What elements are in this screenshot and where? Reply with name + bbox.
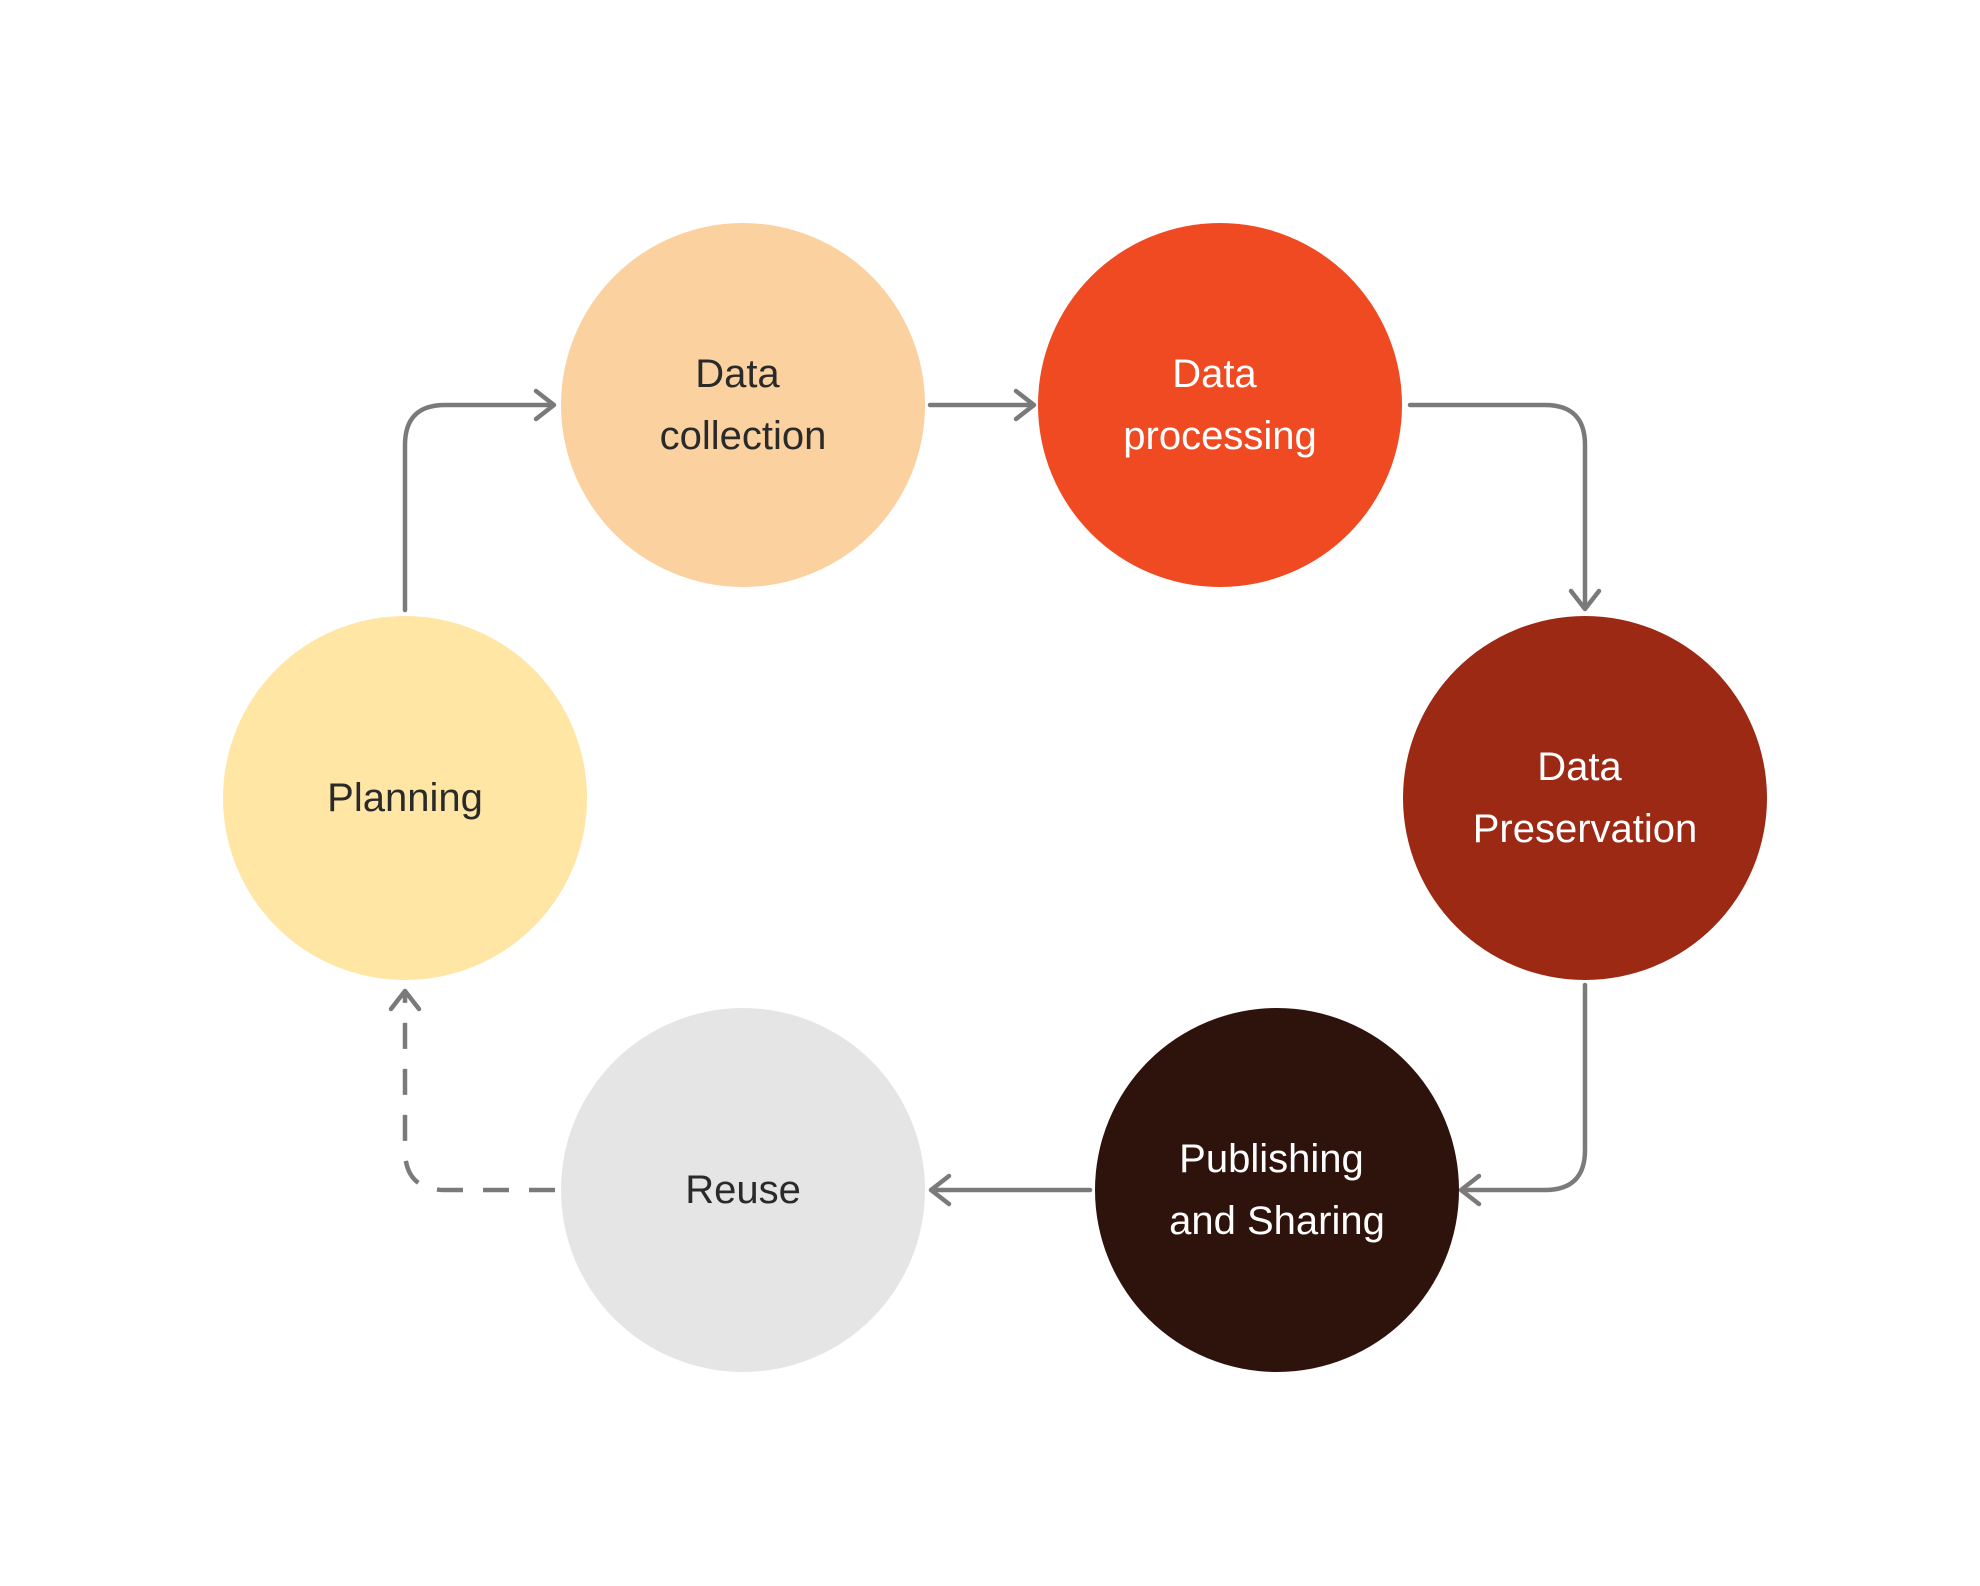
arrowhead-data-collection-to-data-processing bbox=[1013, 388, 1037, 422]
stage-data-processing: Data processing bbox=[1038, 223, 1402, 587]
connector-data-processing-to-data-preservation bbox=[1407, 402, 1588, 608]
stage-publishing-and-sharing: Publishing and Sharing bbox=[1095, 1008, 1459, 1372]
arrowhead-publishing-to-reuse bbox=[928, 1173, 952, 1207]
arrowhead-planning-to-data-collection bbox=[533, 388, 557, 422]
arrowhead-data-processing-to-data-preservation bbox=[1568, 588, 1602, 612]
connector-planning-to-data-collection bbox=[402, 402, 553, 613]
stage-publishing-and-sharing-circle bbox=[1095, 1008, 1459, 1372]
stage-data-processing-label: Data processing bbox=[1123, 352, 1316, 458]
stage-reuse-label: Reuse bbox=[685, 1168, 801, 1212]
stage-reuse: Reuse bbox=[561, 1008, 925, 1372]
connector-data-preservation-to-publishing bbox=[1462, 982, 1588, 1193]
stage-data-collection-circle bbox=[561, 223, 925, 587]
stage-planning-label: Planning bbox=[327, 776, 483, 820]
connectors bbox=[388, 388, 1602, 1207]
stage-reuse-circle bbox=[561, 1008, 925, 1372]
stage-planning: Planning bbox=[223, 616, 587, 980]
stage-data-processing-circle bbox=[1038, 223, 1402, 587]
stage-data-collection: Data collection bbox=[561, 223, 925, 587]
stage-data-collection-label: Data collection bbox=[660, 352, 827, 458]
stage-data-preservation-circle bbox=[1403, 616, 1767, 980]
connector-reuse-to-planning bbox=[402, 995, 555, 1193]
stage-data-preservation-label: Data Preservation bbox=[1473, 745, 1698, 851]
stage-planning-circle bbox=[223, 616, 587, 980]
arrowhead-reuse-to-planning bbox=[388, 988, 422, 1012]
stage-publishing-and-sharing-label: Publishing and Sharing bbox=[1169, 1137, 1385, 1243]
stage-data-preservation: Data Preservation bbox=[1403, 616, 1767, 980]
arrowhead-data-preservation-to-publishing bbox=[1458, 1173, 1482, 1207]
